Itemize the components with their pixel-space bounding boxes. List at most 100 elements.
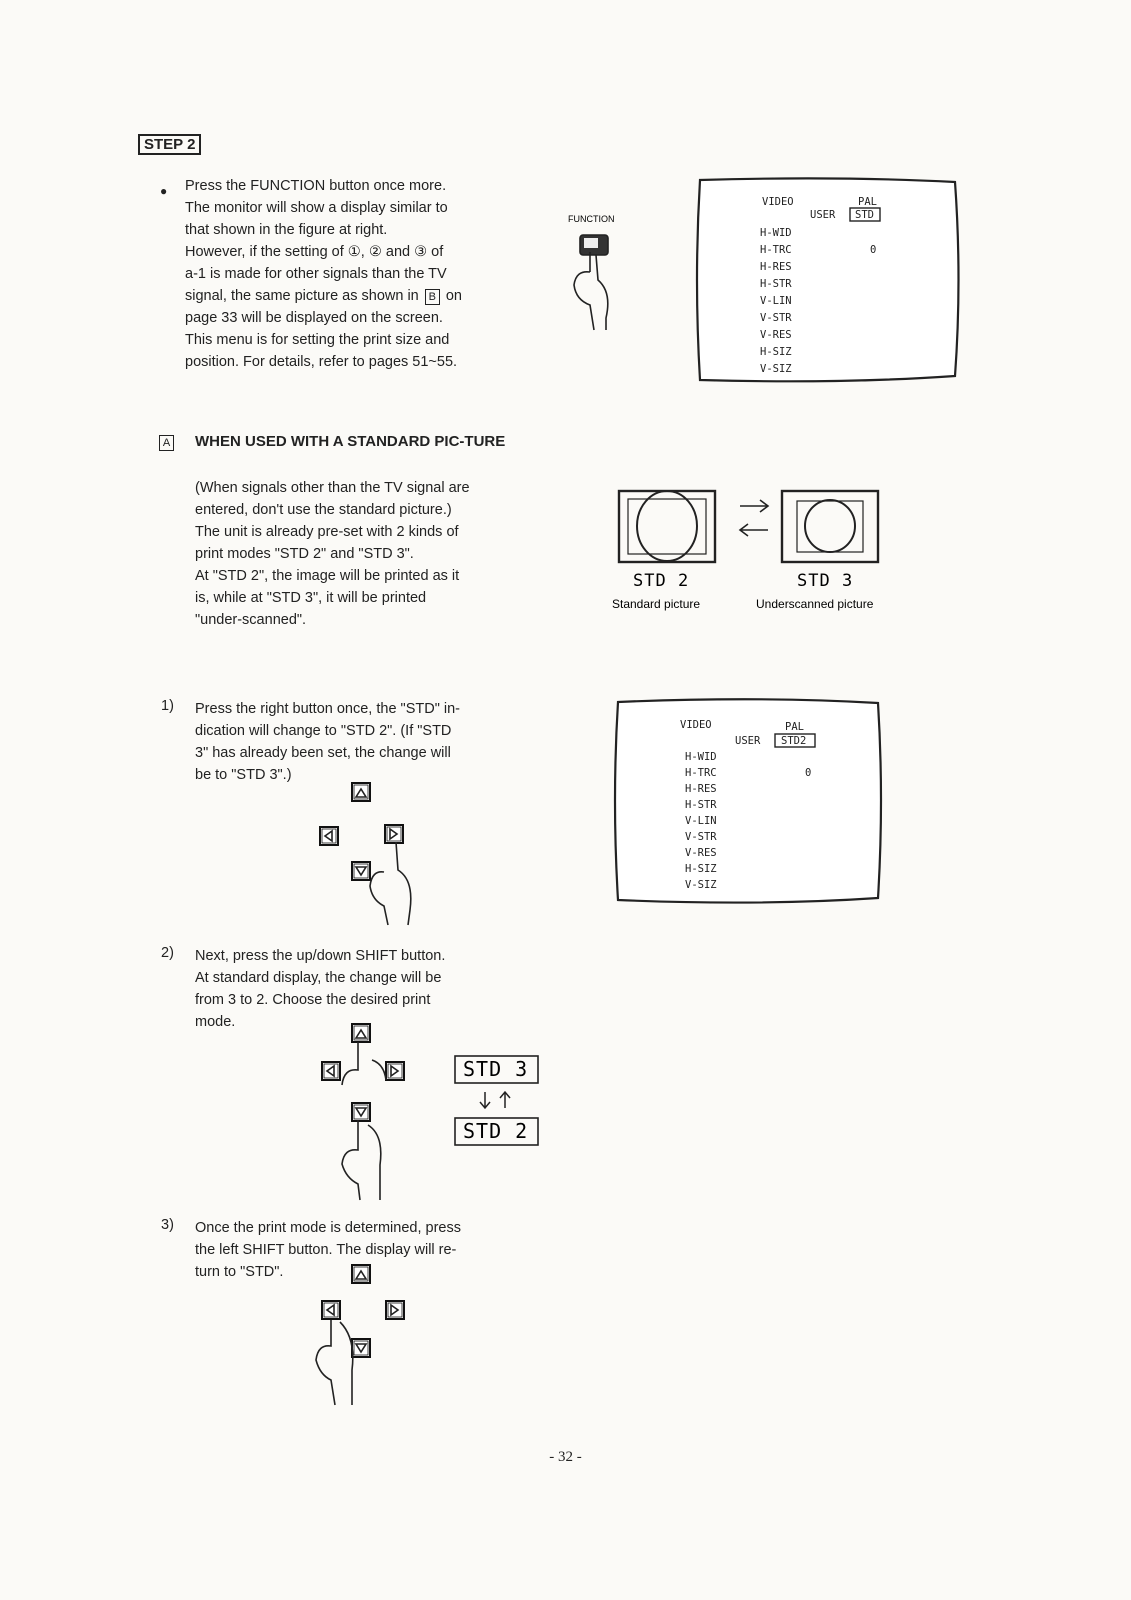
down-button-icon [351,1102,371,1122]
menu1-item: H-STR [760,278,792,290]
menu2-item: H-TRC [685,767,717,779]
step1-button-cluster [319,782,412,926]
std2-caption: Standard picture [612,597,700,611]
boxed-ref-b: B [424,289,440,305]
section-a-title: WHEN USED WITH A STANDARD PIC-TURE [195,433,506,450]
step-2-line: At standard display, the change will be [195,970,442,986]
menu2-item: H-RES [685,783,717,795]
section-a-line: The unit is already pre-set with 2 kinds… [195,524,459,540]
step-1-line: be to "STD 3".) [195,767,292,783]
intro-ref-suffix: on [445,288,462,304]
step-label: STEP 2 [138,134,202,155]
function-button-hand [573,234,609,331]
step3-button-cluster [315,1264,405,1406]
pointing-hand-icon [315,1320,354,1406]
intro-line: page 33 will be displayed on the screen. [185,310,443,326]
menu2-item: V-SIZ [685,879,717,891]
section-a-line: is, while at "STD 3", it will be printed [195,590,427,606]
step-2-line: mode. [195,1014,236,1030]
menu2-user: USER [735,735,761,747]
menu1-video: VIDEO [762,196,794,208]
step-3-text: Once the print mode is determined, press… [195,1217,535,1283]
menu1-item: V-LIN [760,295,792,307]
menu2-item: V-LIN [685,815,717,827]
section-a-line: (When signals other than the TV signal a… [195,480,470,496]
intro-line: position. For details, refer to pages 51… [185,354,458,370]
arrow-up-icon [499,1090,511,1108]
menu2-mode: STD2 [781,735,806,747]
menu1-mode: STD [855,209,874,221]
menu2-item: H-SIZ [685,863,717,875]
step-1-line: 3" has already been set, the change will [195,745,451,761]
step-2-text: Next, press the up/down SHIFT button. At… [195,945,535,1033]
intro-line: However, if the setting of ①, ② and ③ of [185,244,444,260]
step2-button-cluster [321,1023,405,1201]
menu1-item: H-TRC [760,244,792,256]
menu1-user: USER [810,209,836,221]
page-number: - 32 - [549,1449,582,1465]
menu2-item: V-STR [685,831,717,843]
step-1-text: Press the right button once, the "STD" i… [195,698,535,786]
step-2-number: 2) [161,945,174,961]
step-1-line: dication will change to "STD 2". (If "ST… [195,723,452,739]
intro-line: This menu is for setting the print size … [185,332,450,348]
step-2-line: from 3 to 2. Choose the desired print [195,992,431,1008]
step-3-line: turn to "STD". [195,1264,284,1280]
std3-caption: Underscanned picture [756,597,874,611]
section-a-line: At "STD 2", the image will be printed as… [195,568,460,584]
menu1-item: H-RES [760,261,792,273]
step-1-line: Press the right button once, the "STD" i… [195,701,460,717]
intro-line: signal, the same picture as shown in B o… [185,285,535,307]
menu1-item: V-SIZ [760,363,792,375]
step-3-line: Once the print mode is determined, press [195,1220,461,1236]
section-a-body: (When signals other than the TV signal a… [195,477,535,631]
section-a-line: print modes "STD 2" and "STD 3". [195,546,414,562]
menu2-value: 0 [805,767,811,779]
up-button-icon [351,782,371,802]
menu1-pal: PAL [858,196,877,208]
intro-line: Press the FUNCTION button once more. [185,178,447,194]
std-toggle-figure: STD 3 STD 2 [454,1055,539,1146]
menu2-pal: PAL [785,721,804,733]
menu1-value: 0 [870,244,876,256]
intro-paragraph: Press the FUNCTION button once more. The… [185,175,535,373]
left-button-icon [321,1061,341,1081]
section-a-box: A [159,435,174,451]
bullet-dot: ● [160,184,168,198]
std2-label: STD 2 [633,571,689,591]
step-3-number: 3) [161,1217,174,1233]
left-button-icon [321,1300,341,1320]
toggle-std3: STD 3 [463,1057,528,1081]
step-1-number: 1) [161,698,174,714]
intro-line: that shown in the figure at right. [185,222,388,238]
right-button-icon [384,824,404,844]
section-a-line: entered, don't use the standard picture.… [195,502,452,518]
menu-screen-std2: VIDEO PAL USER STD2 H-WID H-TRC 0 H-RES … [613,698,883,904]
menu2-item: H-STR [685,799,717,811]
std-compare-figure [617,489,880,564]
right-button-icon [385,1061,405,1081]
down-button-icon [351,861,371,881]
menu1-item: H-WID [760,227,792,239]
menu2-item: H-WID [685,751,717,763]
step-2-line: Next, press the up/down SHIFT button. [195,948,446,964]
arrow-down-icon [479,1092,491,1110]
intro-line: The monitor will show a display similar … [185,200,448,216]
std3-label: STD 3 [797,571,853,591]
menu-screen-std: VIDEO PAL USER STD H-WID H-TRC 0 H-RES H… [695,177,960,383]
up-button-icon [351,1264,371,1284]
menu1-item: H-SIZ [760,346,792,358]
intro-line: a-1 is made for other signals than the T… [185,266,447,282]
down-button-icon [351,1338,371,1358]
step-3-line: the left SHIFT button. The display will … [195,1242,457,1258]
menu2-video: VIDEO [680,719,712,731]
pointing-hand-icon [369,841,412,926]
menu1-item: V-STR [760,312,792,324]
intro-line-text: signal, the same picture as shown in [185,288,419,304]
toggle-std2: STD 2 [463,1119,528,1143]
function-label: FUNCTION [568,214,615,224]
menu2-item: V-RES [685,847,717,859]
left-button-icon [319,826,339,846]
up-button-icon [351,1023,371,1043]
